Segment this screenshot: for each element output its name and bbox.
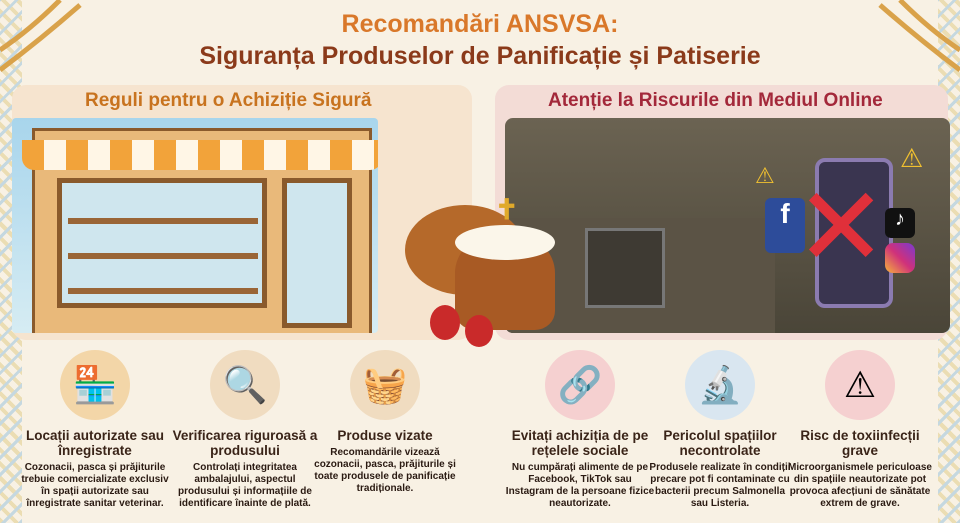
sick-person-warning-icon: ⚠ xyxy=(825,350,895,420)
info-column-uncontrolled-spaces: 🔬 Pericolul spațiilor necontrolate Produ… xyxy=(645,350,795,510)
broken-link-icon: 🔗 xyxy=(545,350,615,420)
wheat-decoration-icon xyxy=(878,0,960,72)
column-title: Locații autorizate sau înregistrate xyxy=(25,428,165,458)
column-text: Nu cumpărați alimente de pe Facebook, Ti… xyxy=(505,462,655,509)
column-title: Pericolul spațiilor necontrolate xyxy=(663,428,777,458)
info-column-product-check: 🔍 Verificarea riguroasă a produsului Con… xyxy=(170,350,320,510)
magnifier-bread-icon: 🔍 xyxy=(210,350,280,420)
info-column-target-products: 🧺 Produse vizate Recomandările vizează c… xyxy=(310,350,460,495)
microscope-biohazard-icon: 🔬 xyxy=(685,350,755,420)
column-text: Cozonacii, pasca și prăjiturile trebuie … xyxy=(21,462,169,509)
column-title: Evitați achiziția de pe rețelele sociale xyxy=(511,428,649,458)
column-title: Verificarea riguroasă a produsului xyxy=(172,428,318,458)
facebook-icon: f xyxy=(765,198,805,253)
online-risks-heading: Atenție la Riscurile din Mediul Online xyxy=(548,90,883,111)
info-column-authorized-locations: 🏪 Locații autorizate sau înregistrate Co… xyxy=(20,350,170,510)
shop-check-icon: 🏪 xyxy=(60,350,130,420)
easter-bread-illustration: ✝ xyxy=(395,175,575,347)
tiktok-icon: ♪ xyxy=(885,208,915,238)
column-text: Recomandările vizează cozonacii, pasca, … xyxy=(314,447,456,494)
info-column-food-poisoning: ⚠ Risc de toxiinfecții grave Microorgani… xyxy=(785,350,935,510)
unsanitary-kitchen-illustration: f ✕ ♪ ⚠ ⚠ xyxy=(505,118,950,333)
column-title: Risc de toxiinfecții grave xyxy=(800,428,920,458)
column-text: Microorganismele periculoase din spațiil… xyxy=(788,462,932,509)
bakery-shop-illustration xyxy=(12,118,378,333)
red-x-icon: ✕ xyxy=(795,166,888,289)
safe-purchase-heading: Reguli pentru o Achiziție Sigură xyxy=(85,90,372,111)
bread-basket-icon: 🧺 xyxy=(350,350,420,420)
page-subtitle: Siguranța Produselor de Panificație și P… xyxy=(199,42,761,70)
column-title: Produse vizate xyxy=(337,428,433,443)
wheat-decoration-icon xyxy=(0,0,82,72)
instagram-icon xyxy=(885,243,915,273)
page-title: Recomandări ANSVSA: xyxy=(341,10,619,38)
warning-icon: ⚠ xyxy=(755,163,775,188)
column-text: Produsele realizate în condiții precare … xyxy=(649,462,791,509)
column-text: Controlați integritatea ambalajului, asp… xyxy=(178,462,312,509)
info-column-social-media: 🔗 Evitați achiziția de pe rețelele socia… xyxy=(505,350,655,510)
warning-icon: ⚠ xyxy=(900,143,924,173)
